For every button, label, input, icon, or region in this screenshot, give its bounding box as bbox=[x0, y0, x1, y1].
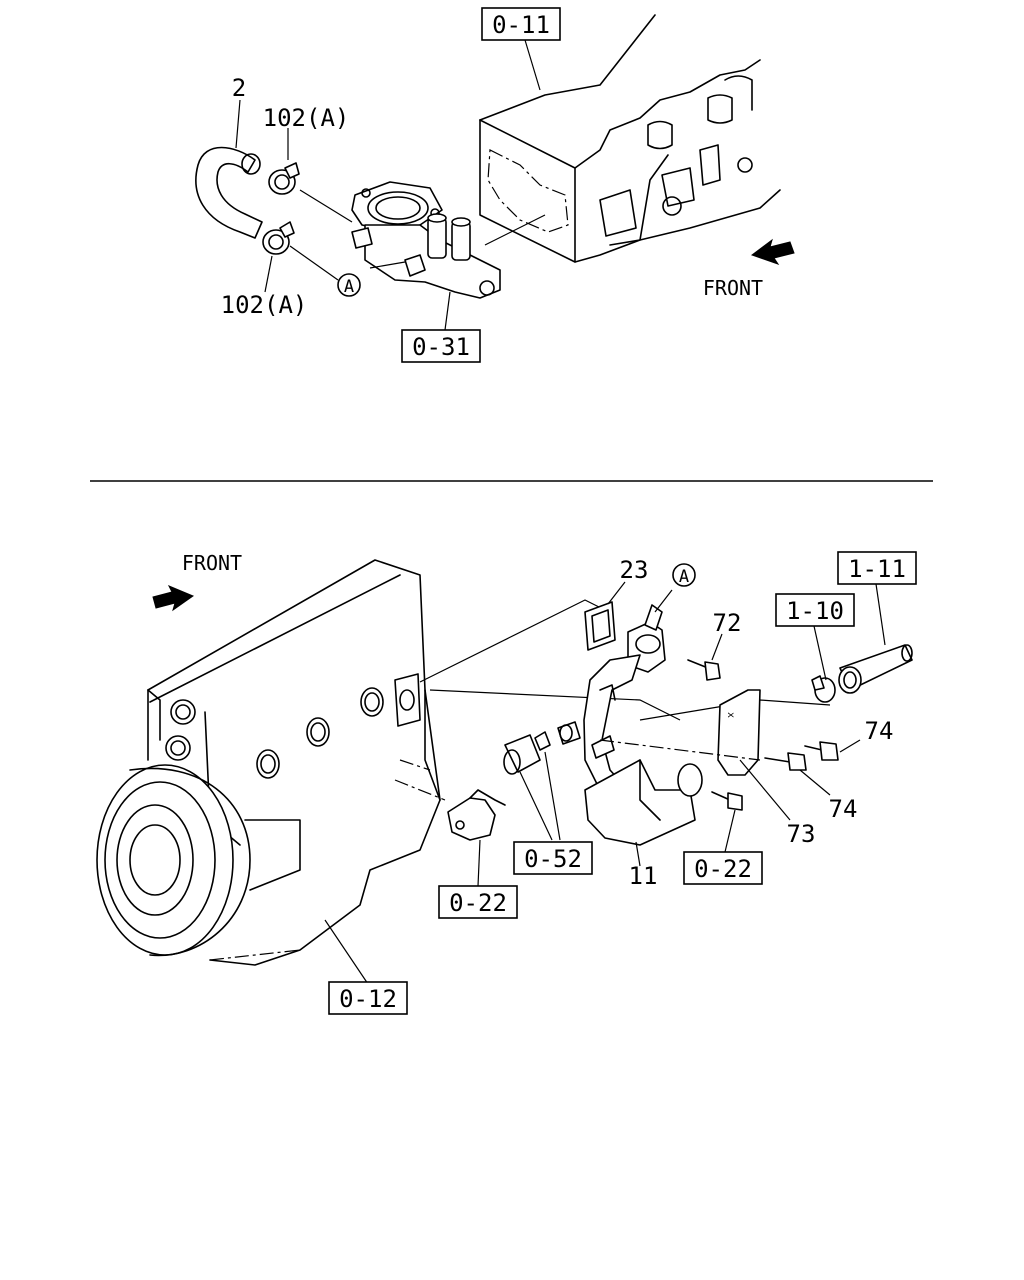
leader-0-22-right bbox=[724, 809, 736, 853]
ref-box-0-22-left bbox=[438, 885, 518, 919]
leader-0-12 bbox=[324, 919, 369, 985]
part-label-73: 73 bbox=[787, 820, 816, 848]
ref-box-0-11 bbox=[481, 7, 561, 41]
leader-74-upper bbox=[839, 739, 861, 753]
leader-head-link bbox=[484, 214, 546, 246]
marker-a-circle-bottom bbox=[672, 563, 696, 587]
ref-box-0-22-right bbox=[683, 851, 763, 885]
bolt-shaft bbox=[711, 791, 731, 801]
ref-label-0-52: 0-52 bbox=[524, 845, 582, 873]
leader-1-11 bbox=[875, 583, 886, 646]
hose-drawing bbox=[195, 146, 263, 239]
leader-0-11 bbox=[524, 39, 541, 91]
part-label-102a-lower: 102(A) bbox=[221, 291, 308, 319]
leader-housing-port bbox=[369, 261, 406, 269]
bolt-head bbox=[727, 792, 743, 811]
part-label-11: 11 bbox=[629, 862, 658, 890]
front-label-top: FRONT bbox=[703, 276, 763, 300]
part-label-72: 72 bbox=[713, 609, 742, 637]
part-label-74-upper: 74 bbox=[865, 717, 894, 745]
part-label-74-lower: 74 bbox=[829, 795, 858, 823]
ref-label-0-12: 0-12 bbox=[339, 985, 397, 1013]
gasket-drawing bbox=[584, 601, 616, 651]
guide-line-bracket bbox=[599, 739, 761, 761]
pipe-0-52-drawing bbox=[504, 734, 541, 773]
water-pipe-drawing bbox=[557, 604, 703, 846]
thermostat-housing-drawing bbox=[351, 181, 501, 299]
leader-part-73 bbox=[739, 759, 791, 821]
front-arrow-icon-bottom bbox=[152, 585, 195, 612]
marker-a-bottom: A bbox=[679, 567, 689, 587]
ref-box-0-31 bbox=[401, 329, 481, 363]
leader-part-23 bbox=[607, 581, 626, 605]
leader-1-10 bbox=[813, 625, 827, 681]
leader-0-52 bbox=[519, 751, 561, 841]
ref-box-0-12 bbox=[328, 981, 408, 1015]
part-label-2: 2 bbox=[232, 74, 246, 102]
marker-a-circle-top bbox=[337, 273, 361, 297]
hose-1-11-drawing bbox=[838, 644, 913, 694]
front-arrow-icon bbox=[750, 238, 795, 265]
lower-bracket-drawing bbox=[447, 789, 506, 841]
svg-text:x: x bbox=[725, 712, 736, 718]
leader-part-2 bbox=[235, 99, 241, 149]
clamp-drawing bbox=[262, 162, 300, 255]
ref-label-0-22-left: 0-22 bbox=[449, 889, 507, 917]
marker-a-top: A bbox=[344, 277, 354, 297]
ref-label-0-11: 0-11 bbox=[492, 11, 550, 39]
leader-part-11 bbox=[635, 841, 641, 867]
part-label-102a-upper: 102(A) bbox=[263, 104, 350, 132]
guide-line-upper bbox=[419, 599, 606, 683]
leader-clamp-lower bbox=[264, 255, 273, 293]
bolt-74-drawing bbox=[764, 741, 839, 771]
ref-label-1-10: 1-10 bbox=[786, 597, 844, 625]
leader-marker-a-top bbox=[289, 245, 339, 281]
leader-marker-a-bottom bbox=[654, 589, 673, 613]
leader-0-22-left bbox=[477, 839, 481, 887]
ref-box-1-11 bbox=[837, 551, 917, 585]
ref-box-1-10 bbox=[775, 593, 855, 627]
ref-label-1-11: 1-11 bbox=[848, 555, 906, 583]
bracket-drawing bbox=[717, 689, 761, 776]
ref-box-0-52 bbox=[513, 841, 593, 875]
bolt-72-drawing bbox=[687, 659, 721, 681]
ref-label-0-22-right: 0-22 bbox=[694, 855, 752, 883]
guide-line-mid bbox=[429, 689, 681, 721]
leader-hose-housing bbox=[299, 189, 353, 223]
part-label-23: 23 bbox=[620, 556, 649, 584]
leader-0-31 bbox=[444, 291, 451, 331]
front-label-bottom: FRONT bbox=[182, 551, 242, 575]
engine-block-drawing bbox=[96, 559, 446, 966]
leader-part-72 bbox=[711, 633, 723, 661]
ref-label-0-31: 0-31 bbox=[412, 333, 470, 361]
leader-74-lower bbox=[799, 769, 831, 796]
cylinder-head-drawing bbox=[479, 14, 781, 263]
